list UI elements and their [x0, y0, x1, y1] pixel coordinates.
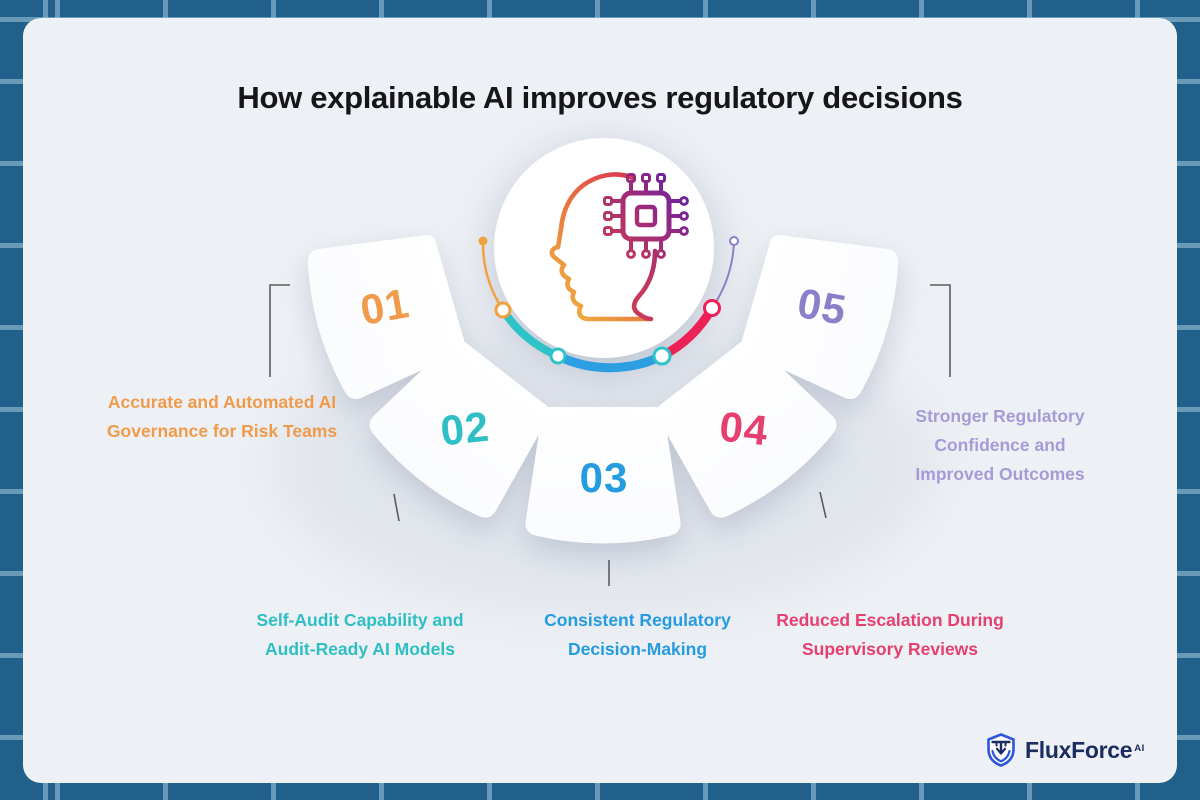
step-label-01: Accurate and Automated AI Governance for…: [60, 388, 384, 446]
petal-05: [741, 235, 899, 400]
arc-node-2: [549, 347, 567, 365]
connector-02: [393, 493, 400, 522]
step-label-02-line-1: Self-Audit Capability and: [256, 610, 464, 630]
arc-node-1: [494, 301, 512, 319]
arc-segment-blue: [553, 351, 667, 373]
connector-04: [819, 491, 827, 519]
arc-end-dot: [729, 236, 739, 246]
brand-name: FluxForce: [1025, 736, 1133, 763]
center-circle: [494, 138, 714, 358]
connector-05: [930, 284, 951, 377]
step-number-03: 03: [579, 454, 629, 501]
step-label-04-line-2: Supervisory Reviews: [801, 639, 979, 659]
step-label-03-line-2: Decision-Making: [567, 639, 708, 659]
step-label-02-line-2: Audit-Ready AI Models: [265, 639, 455, 659]
petal-02: [369, 339, 550, 518]
page-title: How explainable AI improves regulatory d…: [237, 80, 963, 115]
step-label-03: Consistent Regulatory Decision-Making: [490, 606, 785, 664]
brand-suffix: AI: [1134, 743, 1145, 755]
arc-node-3: [652, 346, 672, 366]
arc-start-dot: [478, 236, 488, 246]
head-with-microchip-icon: [549, 172, 689, 322]
petal-03: [525, 407, 681, 544]
step-label-02: Self-Audit Capability and Audit-Ready AI…: [200, 606, 520, 664]
arc-node-4: [703, 299, 721, 317]
petal-fan: [307, 235, 899, 544]
shield-download-icon: [987, 733, 1015, 767]
arc-segment-purple: [711, 240, 735, 309]
step-label-03-line-1: Consistent Regulatory: [544, 610, 731, 630]
step-label-04-line-1: Reduced Escalation During: [776, 610, 1004, 630]
step-label-04: Reduced Escalation During Supervisory Re…: [728, 606, 1052, 664]
petal-01: [307, 235, 465, 400]
connector-lines: [269, 284, 951, 586]
step-label-05: Stronger Regulatory Confidence and Impro…: [868, 402, 1132, 489]
petal-04: [656, 339, 837, 518]
step-label-05-line-3: Improved Outcomes: [915, 464, 1085, 484]
progress-arc: [478, 236, 739, 373]
step-label-05-line-1: Stronger Regulatory: [915, 406, 1085, 426]
step-label-01-line-2: Governance for Risk Teams: [106, 421, 338, 441]
step-label-01-line-1: Accurate and Automated AI: [107, 392, 337, 412]
connector-01: [269, 284, 290, 377]
step-label-05-line-2: Confidence and: [934, 435, 1066, 455]
